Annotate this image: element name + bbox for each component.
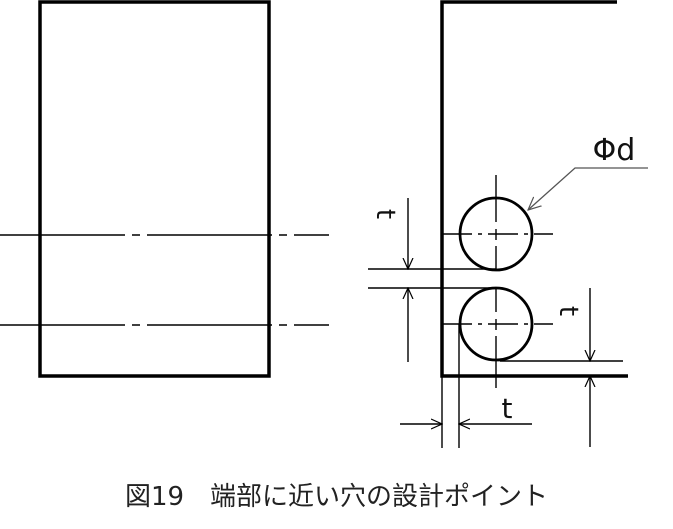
diameter-label: Φd	[593, 133, 636, 168]
front-view: t t t Φd	[368, 0, 648, 448]
figure-caption: 図19 端部に近い穴の設計ポイント	[124, 482, 549, 512]
dimension-label-right-t: t	[553, 306, 583, 316]
part-outline-side	[38, 0, 271, 378]
dimension-label-bottom-t: t	[502, 392, 513, 425]
technical-drawing: t t t Φd	[0, 0, 648, 448]
diameter-leader	[528, 167, 648, 210]
dimension-label-left-t: t	[370, 209, 400, 219]
part-outline-front	[440, 0, 628, 378]
side-view	[0, 0, 329, 378]
